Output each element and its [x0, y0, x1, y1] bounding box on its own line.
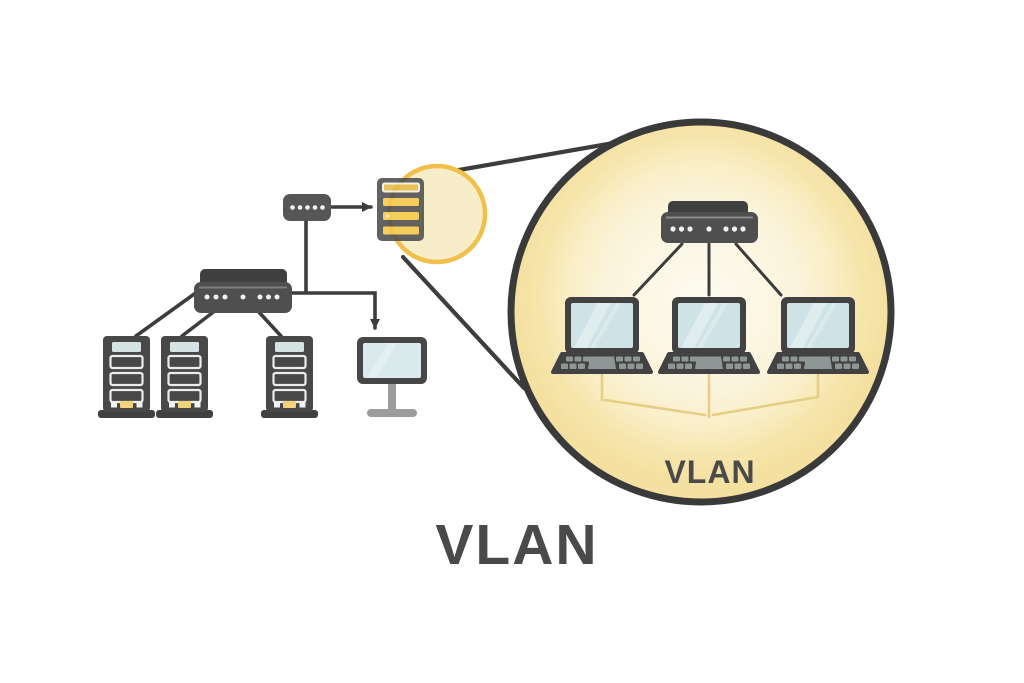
monitor-icon	[357, 337, 427, 417]
zoom-circle-label: VLAN	[664, 454, 755, 490]
tower-server-icon-3	[259, 334, 320, 420]
laptop-icon-2	[658, 295, 760, 374]
vlan-switch-icon	[661, 201, 758, 243]
main-switch-icon	[194, 269, 292, 313]
vlan-connection-lines	[632, 242, 783, 297]
magnifier-lines	[400, 137, 634, 391]
laptop-icon-1	[551, 295, 653, 374]
tower-server-icon-1	[96, 334, 157, 420]
small-switch-icon	[283, 194, 331, 221]
laptop-icon-3	[767, 295, 869, 374]
uplink-server-icon	[377, 178, 424, 241]
physical-network	[96, 137, 634, 420]
vlan-bus-lines	[600, 371, 820, 419]
connection-lines	[134, 202, 380, 338]
tower-server-icon-2	[154, 334, 215, 420]
zoom-circle: VLAN	[507, 118, 895, 506]
diagram-title: VLAN	[435, 513, 598, 577]
